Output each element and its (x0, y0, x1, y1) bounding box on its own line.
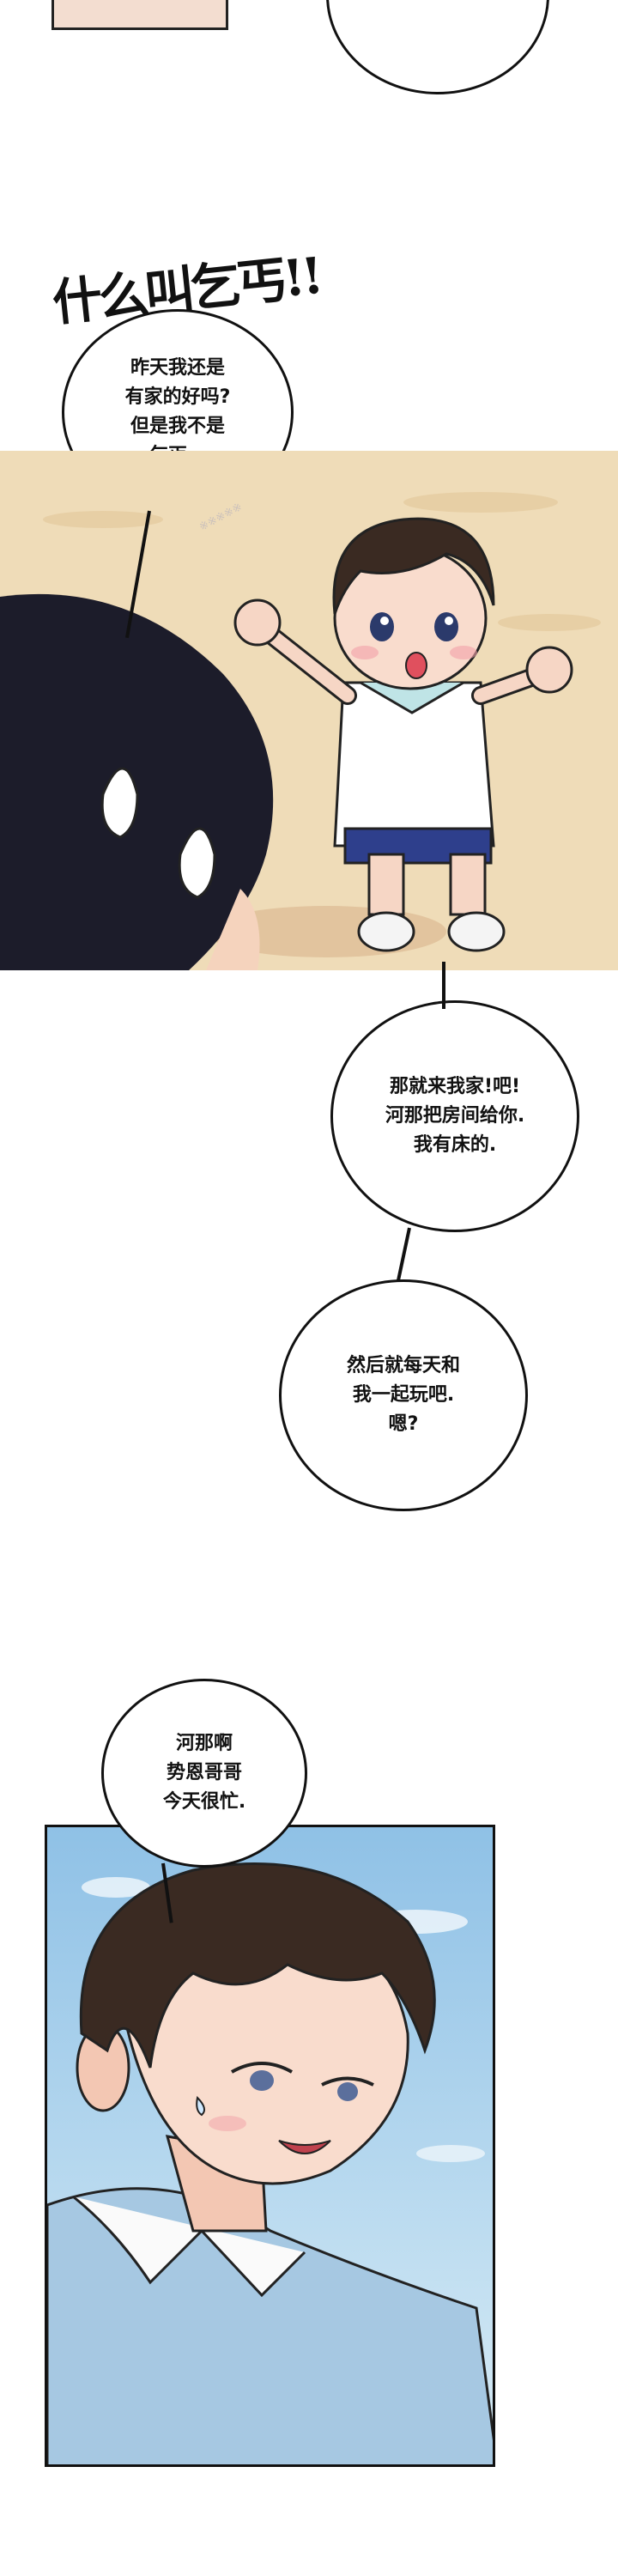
speech-bubble-3: 然后就每天和 我一起玩吧. 嗯? (279, 1279, 528, 1511)
speech-bubble-4: 河那啊 势恩哥哥 今天很忙. (101, 1679, 307, 1868)
panel-adult-scene (45, 1825, 495, 2467)
bubble-2-connector (395, 1227, 411, 1287)
speech-bubble-2: 那就来我家!吧! 河那把房间给你. 我有床的. (330, 1000, 579, 1232)
panel-child-scene: ※※※※※ (0, 451, 618, 970)
adult-scene-art (47, 1827, 493, 2464)
top-panel-fragment (52, 0, 228, 30)
speech-text-4: 河那啊 势恩哥哥 今天很忙. (162, 1733, 246, 1813)
bubble-2-tail (442, 962, 445, 1009)
speech-text-2: 那就来我家!吧! 河那把房间给你. 我有床的. (385, 1076, 525, 1156)
child-scene-art (0, 451, 618, 970)
speech-text-3: 然后就每天和 我一起玩吧. 嗯? (346, 1355, 460, 1435)
top-bubble-fragment (326, 0, 549, 94)
